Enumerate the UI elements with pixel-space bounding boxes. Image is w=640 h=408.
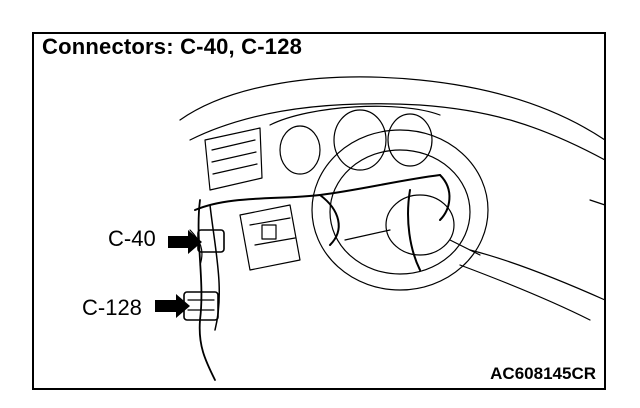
dashboard-upper-edge bbox=[189, 103, 606, 161]
diagram-title: Connectors: C-40, C-128 bbox=[42, 34, 303, 59]
steering-hub bbox=[385, 194, 455, 256]
center-console bbox=[239, 204, 301, 271]
steering-wheel-inner bbox=[329, 149, 471, 275]
figure-code: AC608145CR bbox=[490, 364, 596, 383]
cluster-right-gauge bbox=[333, 109, 387, 171]
c40-arrow bbox=[168, 230, 202, 254]
left-vent bbox=[204, 127, 263, 191]
diagram-frame bbox=[32, 32, 606, 390]
wiring-harness bbox=[194, 174, 441, 211]
c128-arrow bbox=[155, 294, 190, 318]
c128-label: C-128 bbox=[82, 295, 142, 320]
c40-label: C-40 bbox=[108, 226, 156, 251]
steering-wheel-rim bbox=[311, 129, 489, 291]
dashboard-top-outline bbox=[179, 76, 606, 141]
cluster-left-gauge bbox=[279, 125, 321, 175]
